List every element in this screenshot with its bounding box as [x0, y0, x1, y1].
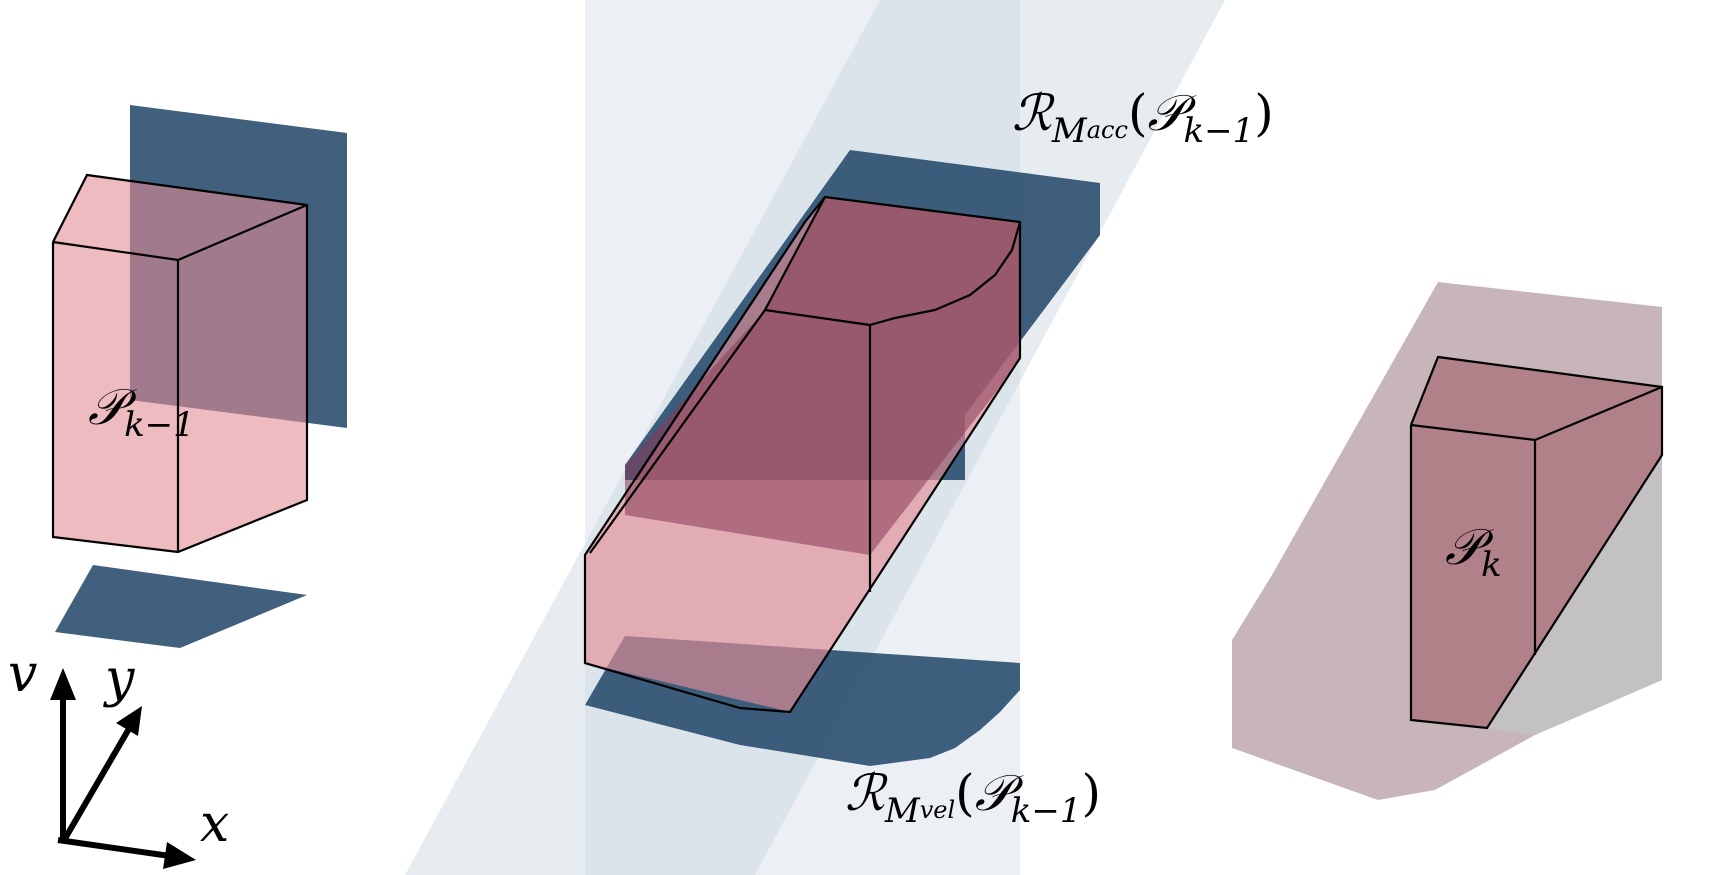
- axis-y: [60, 725, 133, 844]
- axis-x: [57, 837, 171, 859]
- label-reach-vel: ℛMvel(𝒫k−1): [845, 764, 1101, 831]
- reach-outline: [583, 195, 1022, 714]
- projection-xy: [55, 565, 307, 648]
- label-p-k: 𝒫k: [1445, 518, 1502, 585]
- label-p-prev: 𝒫k−1: [88, 378, 195, 445]
- box-outline: [51, 173, 309, 554]
- box-side-face: [178, 205, 307, 552]
- result-outline: [1409, 355, 1664, 730]
- box-top-face: [53, 175, 307, 260]
- result-front-face: [1411, 425, 1535, 728]
- axis-label-v: v: [8, 644, 38, 704]
- reach-edge-inner: [763, 196, 872, 592]
- reach-dark-face: [625, 197, 1020, 555]
- coordinate-axes: [50, 668, 196, 869]
- axis-x-arrow: [163, 842, 196, 869]
- set-p-k: [1232, 282, 1664, 800]
- axis-label-x: x: [200, 794, 230, 854]
- set-p-prev: [51, 105, 347, 648]
- set-reachable: [583, 150, 1100, 766]
- axis-label-y: y: [105, 649, 135, 709]
- label-reach-acc: ℛMacc(𝒫k−1): [1012, 84, 1274, 151]
- reach-edge-curve: [869, 221, 1022, 327]
- axis-y-arrow: [116, 706, 142, 736]
- reach-edge-diagonal: [589, 309, 766, 554]
- box-front-face: [53, 242, 178, 552]
- result-top-face: [1411, 357, 1662, 440]
- result-side-face: [1535, 387, 1662, 655]
- axis-v-arrow: [50, 668, 76, 700]
